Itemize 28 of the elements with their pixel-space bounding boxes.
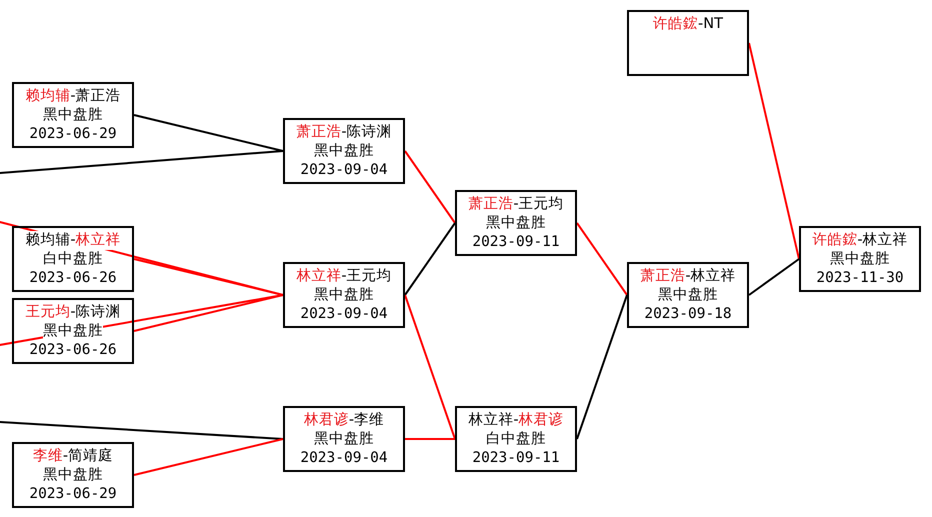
pairing-label: 赖均辅-林立祥 — [25, 231, 121, 250]
bracket-line — [0, 150, 284, 174]
bracket-line — [576, 294, 628, 440]
match-box — [799, 226, 921, 292]
match-box — [627, 262, 749, 328]
bracket-line — [404, 222, 456, 296]
bracket-line — [748, 258, 800, 296]
bracket-line — [134, 114, 284, 152]
bracket-line — [404, 150, 456, 224]
bracket-line — [748, 42, 800, 260]
match-box — [12, 226, 134, 292]
match-box — [283, 262, 405, 328]
match-box — [12, 442, 134, 508]
bracket-line — [0, 420, 284, 440]
match-box — [455, 190, 577, 256]
match-box — [283, 406, 405, 472]
bracket-line — [576, 222, 628, 296]
bracket-line — [405, 438, 455, 440]
bracket-line — [134, 294, 284, 332]
match-box — [12, 298, 134, 364]
result-label: 黑中盘胜 — [43, 322, 103, 341]
bracket-line — [134, 438, 284, 476]
match-box — [455, 406, 577, 472]
bracket-line — [134, 258, 284, 296]
match-box — [12, 82, 134, 148]
match-box — [283, 118, 405, 184]
match-box — [627, 10, 749, 76]
bracket-line — [404, 294, 456, 440]
